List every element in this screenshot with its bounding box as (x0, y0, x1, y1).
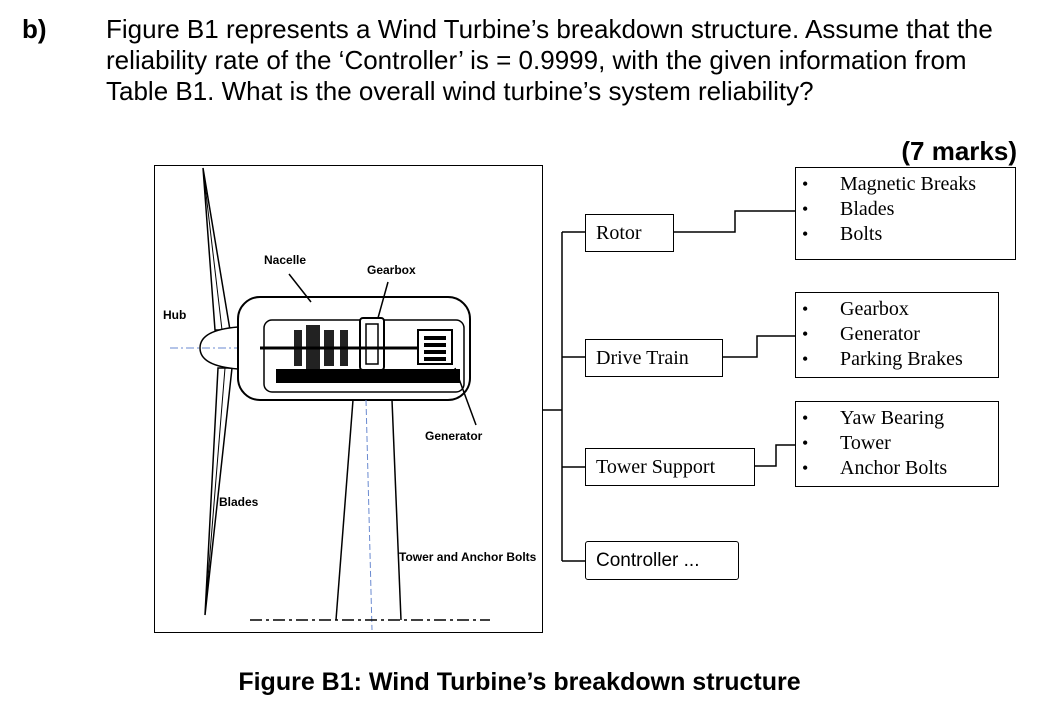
subsystem-label-drive-train: Drive Train (596, 346, 689, 369)
component-item: Yaw Bearing (796, 406, 998, 431)
component-item: Magnetic Breaks (796, 172, 1015, 197)
component-list-tower-support: Yaw Bearing Tower Anchor Bolts (795, 401, 999, 487)
subsystem-box-tower-support: Tower Support (585, 448, 755, 486)
nacelle-label: Nacelle (264, 253, 307, 267)
tower-label: Tower and Anchor Bolts (399, 550, 537, 564)
subsystem-box-rotor: Rotor (585, 214, 674, 252)
blades-label: Blades (219, 495, 259, 509)
component-item: Tower (796, 431, 998, 456)
gearbox-label: Gearbox (367, 263, 416, 277)
subsystem-label-controller: Controller ... (596, 549, 700, 571)
subsystem-box-controller: Controller ... (585, 541, 739, 580)
component-item: Blades (796, 197, 1015, 222)
subsystem-label-rotor: Rotor (596, 221, 642, 244)
marks-label: (7 marks) (901, 136, 1017, 166)
component-item: Gearbox (796, 297, 998, 322)
component-item: Generator (796, 322, 998, 347)
hub-label: Hub (163, 308, 187, 322)
component-item: Parking Brakes (796, 347, 998, 372)
question-label: b) (22, 14, 47, 44)
subsystem-box-drive-train: Drive Train (585, 339, 723, 377)
component-item: Bolts (796, 222, 1015, 247)
question-text: Figure B1 represents a Wind Turbine’s br… (106, 14, 993, 106)
subsystem-label-tower-support: Tower Support (596, 455, 716, 478)
component-list-drive-train: Gearbox Generator Parking Brakes (795, 292, 999, 378)
component-list-rotor: Magnetic Breaks Blades Bolts (795, 167, 1016, 260)
figure-caption: Figure B1: Wind Turbine’s breakdown stru… (238, 668, 801, 696)
component-item: Anchor Bolts (796, 456, 998, 481)
turbine-image-frame (154, 165, 543, 633)
generator-label: Generator (425, 429, 483, 443)
